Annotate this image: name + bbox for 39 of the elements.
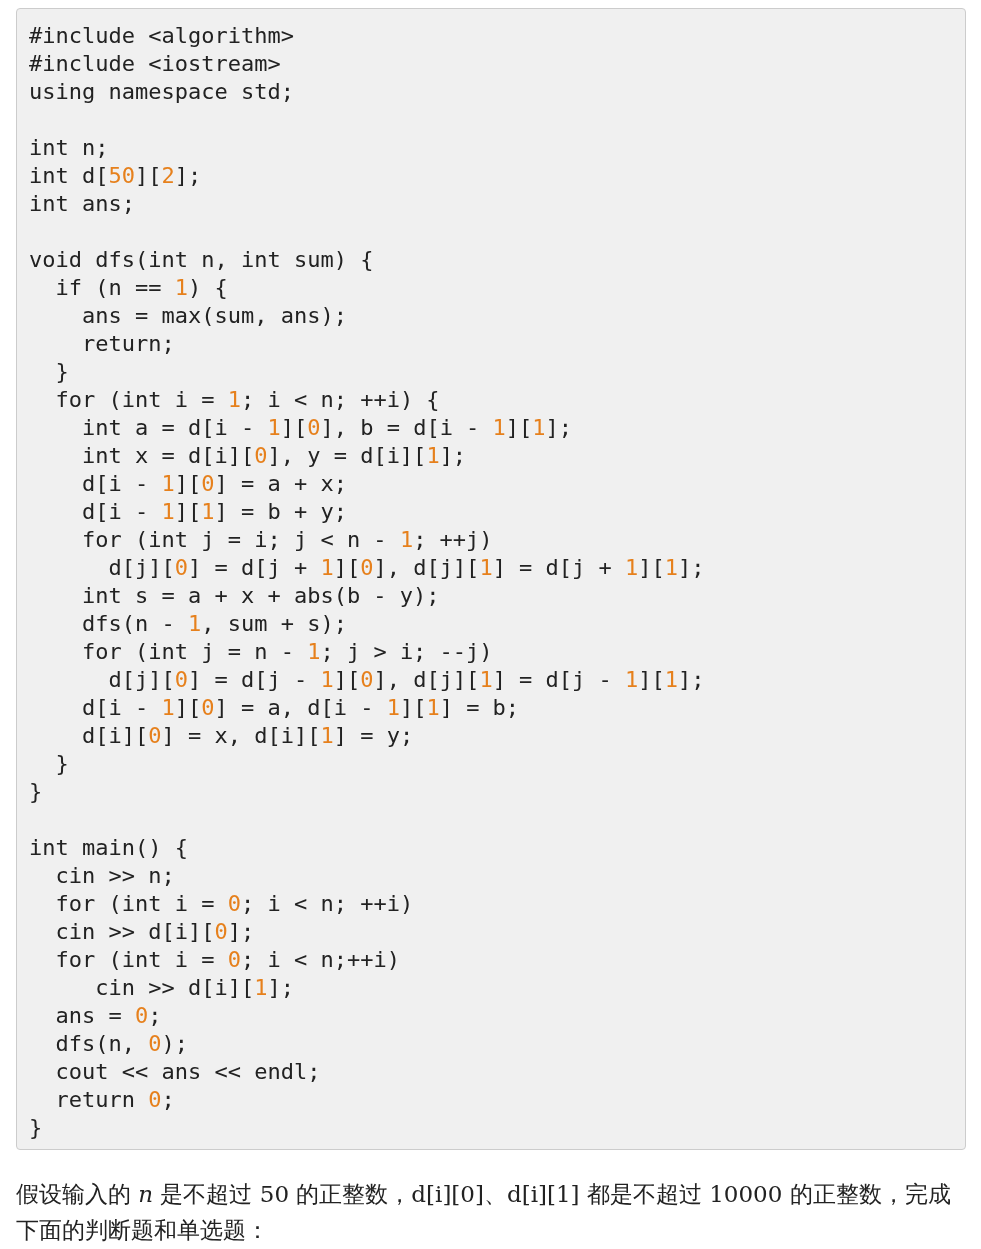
code-line: d[j][0] = d[j + 1][0], d[j][1] = d[j + 1][1]; [107, 554, 705, 582]
code-line: d[i - 1][0] = a + x; [80, 470, 347, 498]
code-line: } [29, 778, 43, 806]
code-line: if (n == 1) { [54, 274, 228, 302]
code-line: dfs(n, 0); [54, 1030, 188, 1058]
code-line: for (int j = n - 1; j > i; --j) [80, 638, 493, 666]
code-line: void dfs(int n, int sum) { [29, 246, 374, 274]
code-line: #include <iostream> [29, 50, 281, 78]
code-line: for (int i = 0; i < n; ++i) [54, 890, 414, 918]
code-line: } [54, 750, 69, 778]
code-line: int main() { [29, 834, 188, 862]
code-line: for (int j = i; j < n - 1; ++j) [80, 526, 493, 554]
code-line: using namespace std; [29, 78, 294, 106]
code-line: cout << ans << endl; [54, 1058, 321, 1086]
code-line: ans = 0; [54, 1002, 162, 1030]
code-line: int x = d[i][0], y = d[i][1]; [80, 442, 467, 470]
code-line: for (int i = 0; i < n;++i) [54, 946, 400, 974]
code-line: int s = a + x + abs(b - y); [80, 582, 440, 610]
code-line: int a = d[i - 1][0], b = d[i - 1][1]; [80, 414, 573, 442]
code-line: int n; [29, 134, 109, 162]
question-text: 假设输入的 n 是不超过 50 的正整数，d[i][0]、d[i][1] 都是不超过 10000 的正整数，完成下面的判断题和单选题： [16, 1180, 952, 1245]
code-line: cin >> d[i][0]; [54, 918, 255, 946]
code-line: dfs(n - 1, sum + s); [80, 610, 347, 638]
code-line: ans = max(sum, ans); [80, 302, 347, 330]
code-block [16, 8, 966, 1150]
code-line: cin >> d[i][1]; [94, 974, 294, 1002]
code-line: return 0; [54, 1086, 175, 1114]
code-line: int ans; [29, 190, 135, 218]
code-line: int d[50][2]; [29, 162, 202, 190]
code-line: cin >> n; [54, 862, 175, 890]
code-line: return; [80, 330, 175, 358]
code-line: } [54, 358, 69, 386]
code-line: for (int i = 1; i < n; ++i) { [54, 386, 440, 414]
code-line: d[i - 1][0] = a, d[i - 1][1] = b; [80, 694, 520, 722]
code-line: d[i][0] = x, d[i][1] = y; [80, 722, 414, 750]
code-line: d[i - 1][1] = b + y; [80, 498, 347, 526]
code-line: d[j][0] = d[j - 1][0], d[j][1] = d[j - 1][1]; [107, 666, 705, 694]
code-line: #include <algorithm> [29, 22, 294, 50]
code-line: } [29, 1114, 43, 1142]
